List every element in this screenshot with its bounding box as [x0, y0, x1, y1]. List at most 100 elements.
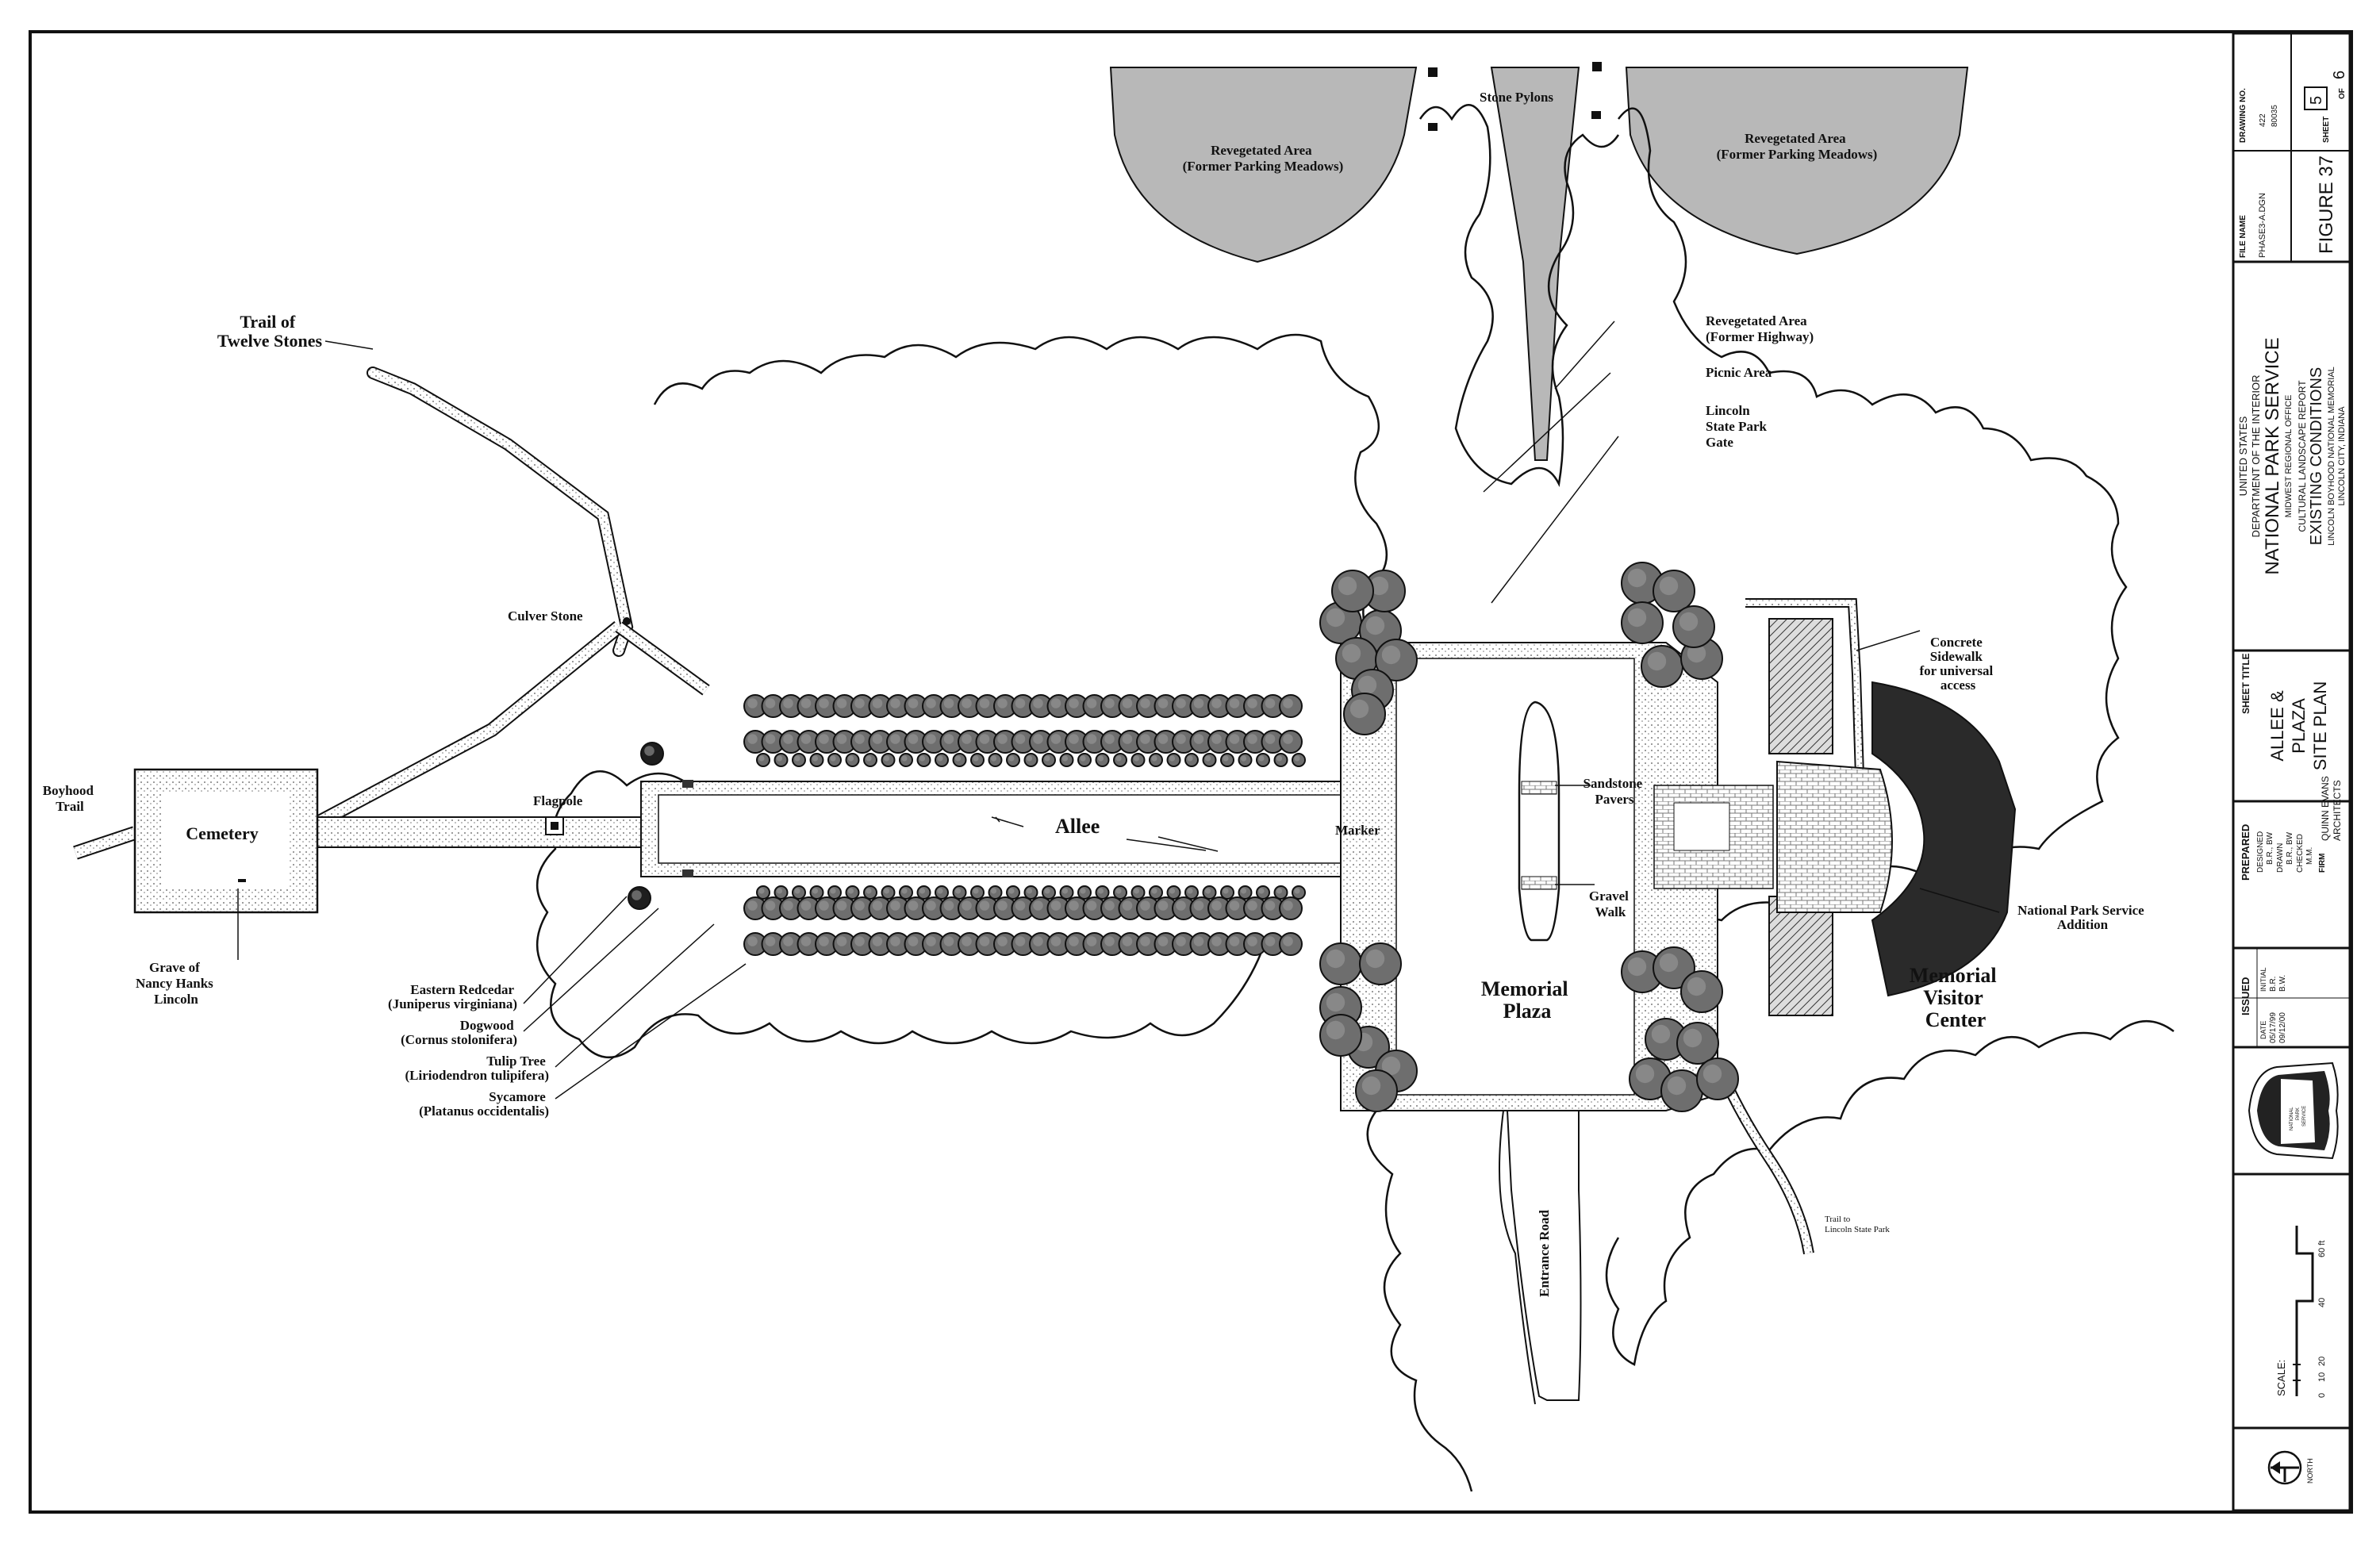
tree-highlight — [800, 698, 812, 708]
tree-highlight — [800, 734, 812, 744]
tree-highlight — [973, 888, 979, 894]
label-dogwood: Dogwood (Cornus stolonifera) — [401, 1018, 517, 1047]
tree-highlight — [783, 698, 793, 708]
tb-file-name-label: FILE NAME — [2239, 215, 2248, 258]
tree-highlight — [1061, 888, 1069, 894]
tree-highlight — [776, 755, 783, 762]
svg-text:10: 10 — [2317, 1372, 2327, 1382]
tb-initial-1: B.R. — [2269, 977, 2278, 992]
grave-marker — [238, 879, 246, 882]
tree-highlight — [747, 936, 758, 946]
tree-highlight — [854, 936, 865, 946]
tree-highlight — [1369, 576, 1389, 596]
tree-highlight — [1381, 1056, 1401, 1076]
tree-highlight — [747, 698, 758, 708]
tree-highlight — [1169, 755, 1176, 762]
tree-highlight — [1033, 734, 1043, 744]
tree-highlight — [631, 890, 642, 900]
tree-highlight — [854, 734, 865, 744]
label-eastern-redcedar: Eastern Redcedar (Juniperus virginiana) — [388, 982, 517, 1011]
tb-checked: M.M. — [2305, 847, 2314, 865]
tb-drawing-no-2: 80035 — [2271, 105, 2279, 127]
tree-highlight — [979, 698, 990, 708]
tree-highlight — [1258, 755, 1265, 762]
tree-highlight — [1026, 755, 1033, 762]
tree-highlight — [747, 900, 758, 911]
tree-highlight — [937, 755, 943, 762]
tree-highlight — [883, 755, 890, 762]
tree-highlight — [836, 900, 847, 911]
tree-highlight — [1187, 888, 1193, 894]
tree-highlight — [1080, 755, 1086, 762]
svg-text:SCALE:: SCALE: — [2275, 1360, 2287, 1396]
tb-drawn: B.R., BW — [2286, 831, 2294, 865]
tree-highlight — [765, 900, 776, 911]
tree-highlight — [1104, 698, 1115, 708]
tree-highlight — [973, 755, 979, 762]
revegetated-highway — [1490, 67, 1580, 461]
tree-highlight — [854, 900, 865, 911]
tree-highlight — [926, 936, 936, 946]
tree-highlight — [1140, 734, 1150, 744]
scale-bar: SCALE: 0 10 20 40 60 ft — [2275, 1226, 2327, 1398]
visitor-center-north-wing — [1768, 618, 1833, 754]
label-nps-addition: National Park Service Addition — [2017, 903, 2148, 932]
tree-highlight — [1080, 888, 1086, 894]
tb-sheet-label: SHEET — [2322, 117, 2331, 143]
tree-highlight — [1140, 900, 1150, 911]
tb-prepared-label: PREPARED — [2240, 824, 2251, 881]
revegetated-area-left — [1109, 67, 1418, 263]
tree-highlight — [765, 698, 776, 708]
tree-highlight — [1015, 734, 1026, 744]
nps-addition — [1871, 681, 2017, 997]
label-trail-twelve: Trail of Twelve Stones — [217, 312, 323, 351]
label-revegetated-left: Revegetated Area (Former Parking Meadows… — [1183, 143, 1344, 174]
tree-highlight — [926, 900, 936, 911]
svg-text:60 ft: 60 ft — [2317, 1241, 2327, 1257]
tree-highlight — [812, 755, 819, 762]
tree-highlight — [979, 900, 990, 911]
tree-highlight — [908, 900, 919, 911]
tree-highlight — [1361, 1076, 1381, 1096]
tree-highlight — [1627, 568, 1647, 588]
tree-highlight — [1276, 755, 1283, 762]
tree-highlight — [1276, 888, 1283, 894]
tree-highlight — [943, 900, 954, 911]
tree-highlight — [1069, 936, 1079, 946]
tree-highlight — [1687, 977, 1706, 996]
tree-highlight — [1326, 949, 1345, 969]
tree-highlight — [1193, 734, 1204, 744]
tree-highlight — [1069, 734, 1079, 744]
trail-twelve-stones — [367, 367, 634, 657]
tree-highlight — [872, 734, 883, 744]
tree-highlight — [962, 698, 972, 708]
tree-highlight — [943, 734, 954, 744]
tree-highlight — [1627, 608, 1647, 628]
tree-highlight — [1659, 953, 1679, 973]
tb-sheet-title-2: PLAZA — [2289, 698, 2309, 754]
tree-highlight — [1326, 1020, 1345, 1040]
tree-highlight — [1097, 755, 1104, 762]
label-concrete-sidewalk: Concrete Sidewalk for universal access — [1920, 635, 1997, 693]
tree-highlight — [765, 936, 776, 946]
tree-highlight — [1283, 734, 1293, 744]
tree-highlight — [919, 888, 926, 894]
tree-highlight — [1104, 936, 1115, 946]
tb-drawn-label: DRAWN — [2276, 843, 2285, 873]
tree-highlight — [1229, 900, 1240, 911]
tb-of-label: OF — [2338, 88, 2347, 99]
tree-highlight — [1061, 755, 1069, 762]
label-culver-stone: Culver Stone — [508, 608, 583, 624]
tree-highlight — [997, 734, 1008, 744]
tree-highlight — [979, 936, 990, 946]
tree-highlight — [1033, 900, 1043, 911]
tree-highlight — [783, 734, 793, 744]
tree-highlight — [1157, 936, 1169, 946]
tree-highlight — [1627, 957, 1647, 977]
tree-highlight — [1008, 755, 1015, 762]
tb-sheet-title-1: ALLEE & — [2267, 690, 2287, 762]
tree-highlight — [1223, 755, 1229, 762]
tree-highlight — [1338, 576, 1357, 596]
north-arrow-icon: NORTH — [2267, 1450, 2314, 1485]
tree-highlight — [990, 888, 997, 894]
